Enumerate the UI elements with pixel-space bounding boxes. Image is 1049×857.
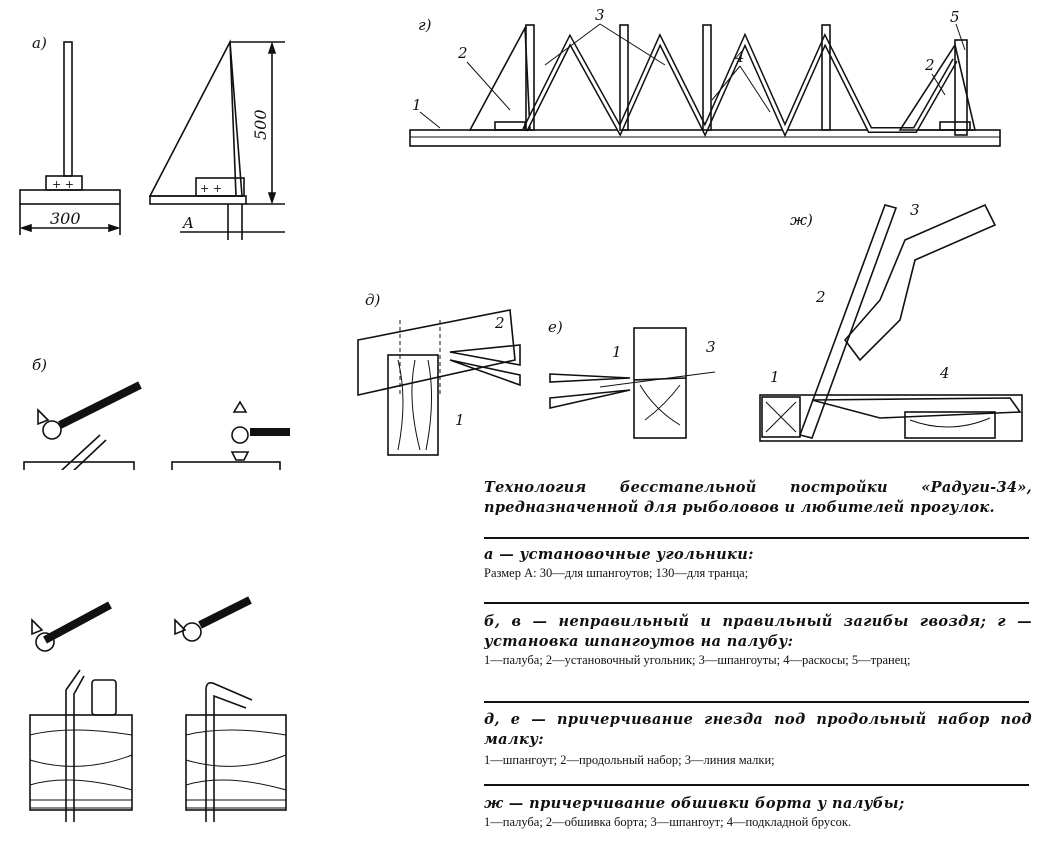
label-a: а) <box>32 34 47 52</box>
label-d: д) <box>365 291 381 309</box>
plus-mark: + + <box>52 178 74 191</box>
caption-section-a: а — установочные угольники: Размер А: 30… <box>484 545 1032 581</box>
section-legend: 1—палуба; 2—обшивка борта; 3—шпангоут; 4… <box>484 815 852 829</box>
figure-zh-side-planking: ж) 1 2 3 4 <box>759 201 1023 442</box>
callout-4: 4 <box>939 364 950 382</box>
section-heading: б, в — неправильный и правильный загибы … <box>484 613 1032 650</box>
caption-section-b-v-g: б, в — неправильный и правильный загибы … <box>484 612 1032 668</box>
callout-1: 1 <box>770 368 780 386</box>
caption-title: Технология бесстапельной постройки «Раду… <box>484 479 1032 516</box>
divider <box>484 537 1029 539</box>
label-e: е) <box>548 318 563 336</box>
callout-3: 3 <box>910 201 920 219</box>
caption-section-d-e: д, е — причерчивание гнезда под продольн… <box>484 710 1032 768</box>
callout-4: 4 <box>734 48 745 66</box>
figure-g-frames-on-deck: г) 1 2 3 4 5 2 <box>409 6 1001 147</box>
callout-1: 1 <box>412 96 422 114</box>
section-legend: 1—палуба; 2—установочный угольник; 3—шпа… <box>484 653 911 667</box>
callout-2b: 2 <box>924 56 935 74</box>
divider <box>484 602 1029 604</box>
figure-e-marking-line: е) 1 3 <box>548 318 716 439</box>
label-zh: ж) <box>790 211 813 229</box>
label-b: б) <box>32 356 47 374</box>
figure-d-marking-notch: д) 2 1 <box>357 291 521 456</box>
hammer-icon <box>31 601 112 652</box>
plus-mark: + + <box>200 182 222 195</box>
callout-2: 2 <box>457 44 468 62</box>
callout-2: 2 <box>815 288 826 306</box>
callout-3: 3 <box>595 6 605 24</box>
callout-5: 5 <box>950 8 960 26</box>
figure-a-setup-squares: а) + + 300 + + 500 A <box>19 34 285 240</box>
caption-section-zh: ж — причерчивание обшивки борта у палубы… <box>484 794 1032 830</box>
callout-2: 2 <box>494 314 505 332</box>
section-legend: 1—шпангоут; 2—продольный набор; 3—линия … <box>484 753 775 767</box>
callout-1: 1 <box>455 411 465 429</box>
callout-1: 1 <box>612 343 622 361</box>
section-heading: д, е — причерчивание гнезда под продольн… <box>484 711 1032 748</box>
figure-b-v-nail-bending: б) в) <box>23 356 290 470</box>
divider <box>484 701 1029 703</box>
label-g: г) <box>418 16 432 34</box>
hammer-icon <box>230 400 290 461</box>
section-heading: ж — причерчивание обшивки борта у палубы… <box>484 795 905 812</box>
section-heading: а — установочные угольники: <box>484 546 754 563</box>
dimension-300: 300 <box>50 209 81 228</box>
callout-3: 3 <box>706 338 716 356</box>
hammer-icon <box>37 381 142 440</box>
divider <box>484 784 1029 786</box>
dimension-500: 500 <box>251 109 270 140</box>
dimension-a: A <box>181 214 194 232</box>
technical-drawings: а) + + 300 + + 500 A б) в) <box>19 6 1023 470</box>
hammer-icon <box>174 596 252 642</box>
section-legend: Размер А: 30—для шпангоутов; 130—для тра… <box>484 566 749 580</box>
